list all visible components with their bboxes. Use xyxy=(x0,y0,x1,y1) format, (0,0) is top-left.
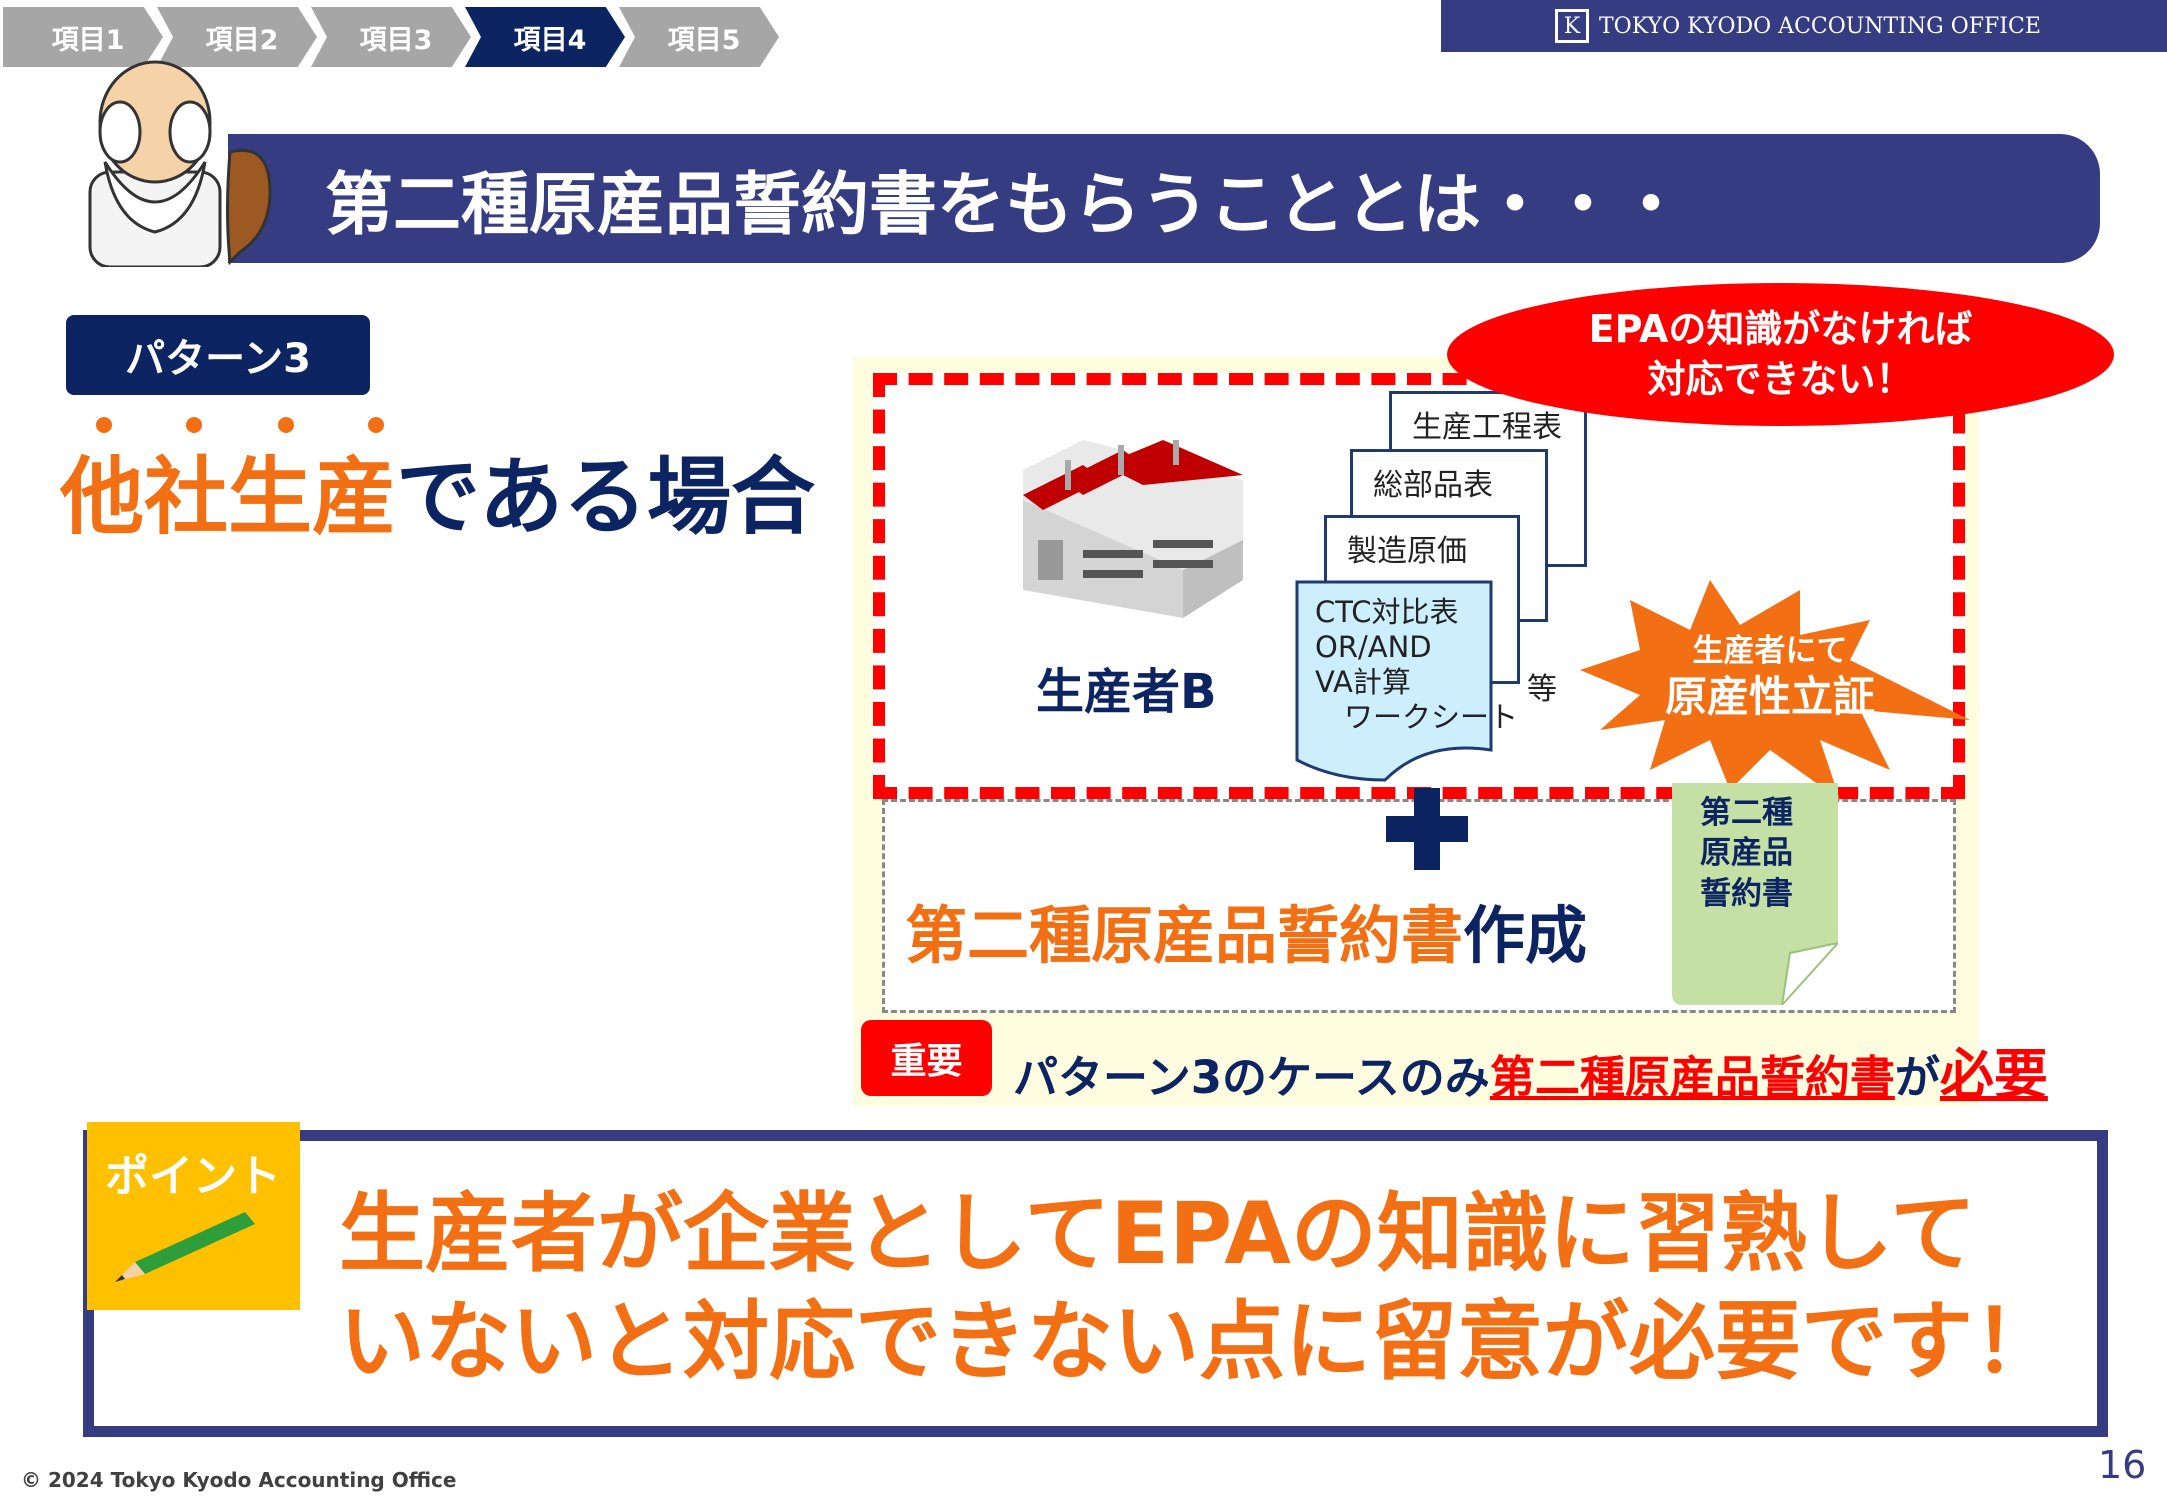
breadcrumb-item-2[interactable]: 項目2 xyxy=(157,7,317,67)
breadcrumb-item-4[interactable]: 項目4 xyxy=(465,7,625,67)
worksheet-text: CTC対比表 OR/AND VA計算 ワークシート xyxy=(1315,595,1518,735)
point-line-1: 生産者が企業としてEPAの知識に習熟して xyxy=(339,1184,1977,1284)
document-label: 生産工程表 xyxy=(1412,410,1562,445)
worksheet-line: ワークシート xyxy=(1315,700,1519,734)
breadcrumb-item-1[interactable]: 項目1 xyxy=(3,7,163,67)
logo-mark-icon: K xyxy=(1555,9,1589,43)
warning-bubble: EPAの知識がなければ 対応できない！ xyxy=(1447,283,2114,426)
factory-icon xyxy=(1023,440,1243,618)
case-highlight: 他社生産 xyxy=(60,448,397,546)
document-label: 総部品表 xyxy=(1373,468,1493,503)
case-rest: である場合 xyxy=(396,448,816,546)
point-tag-label: ポイント xyxy=(105,1151,281,1202)
burst-line-2: 原産性立証 xyxy=(1664,671,1875,721)
breadcrumb: 項目1 項目2 項目3 項目4 項目5 xyxy=(3,7,779,67)
old-man-mascot-icon xyxy=(88,60,272,267)
point-line-2: いないと対応できない点に留意が必要です！ xyxy=(339,1292,2059,1392)
pledge-document-icon xyxy=(1672,783,1838,1005)
worksheet-document-icon xyxy=(1295,580,1493,782)
page-title: 第二種原産品誓約書をもらうこととは・・・ xyxy=(228,134,2100,263)
plus-icon xyxy=(1386,788,1468,870)
starburst-icon xyxy=(1580,580,1970,800)
make-pledge-heading: 第二種原産品誓約書作成 xyxy=(905,885,1587,975)
breadcrumb-item-5[interactable]: 項目5 xyxy=(619,7,779,67)
pencil-icon xyxy=(115,1212,255,1282)
logo-text: TOKYO KYODO ACCOUNTING OFFICE xyxy=(1599,13,2041,39)
pledge-line: 原産品 xyxy=(1700,835,1793,872)
burst-text: 生産者にて 原産性立証 xyxy=(1600,632,1940,723)
worksheet-line: CTC対比表 xyxy=(1315,595,1459,629)
point-message: 生産者が企業としてEPAの知識に習熟して いないと対応できない点に留意が必要です… xyxy=(339,1180,2059,1396)
document-label: 製造原価 xyxy=(1347,534,1467,569)
important-badge: 重要 xyxy=(861,1020,992,1096)
worksheet-line: OR/AND xyxy=(1315,630,1432,664)
producer-label: 生産者B xyxy=(1036,664,1217,720)
make-highlight: 第二種原産品誓約書 xyxy=(905,899,1464,972)
note-required: 必要 xyxy=(1939,1043,2048,1106)
pledge-document-text: 第二種 原産品 誓約書 xyxy=(1700,793,1820,914)
point-tag: ポイント xyxy=(87,1122,300,1310)
pledge-line: 第二種 xyxy=(1700,795,1793,831)
company-logo: K TOKYO KYODO ACCOUNTING OFFICE xyxy=(1441,0,2167,52)
note-highlight: 第二種原産品誓約書 xyxy=(1489,1051,1895,1104)
page-title-text: 第二種原産品誓約書をもらうこととは・・・ xyxy=(325,166,1686,245)
burst-line-1: 生産者にて xyxy=(1692,633,1848,669)
breadcrumb-item-3[interactable]: 項目3 xyxy=(311,7,471,67)
worksheet-line: VA計算 xyxy=(1315,665,1411,699)
etc-label: 等 xyxy=(1527,672,1557,707)
warning-line-2: 対応できない！ xyxy=(1647,356,1914,401)
important-note: パターン3のケースのみ第二種原産品誓約書が必要 xyxy=(1013,1030,2048,1109)
case-heading: 他社生産である場合 xyxy=(60,430,815,551)
note-text: パターン3のケースのみ xyxy=(1013,1051,1490,1104)
pledge-line: 誓約書 xyxy=(1700,875,1793,912)
point-box xyxy=(83,1130,2108,1437)
make-rest: 作成 xyxy=(1463,899,1588,972)
warning-line-1: EPAの知識がなければ xyxy=(1588,307,1973,352)
note-text: が xyxy=(1894,1051,1940,1104)
page-number: 16 xyxy=(2098,1443,2147,1487)
copyright: © 2024 Tokyo Kyodo Accounting Office xyxy=(21,1468,457,1492)
emphasis-dots xyxy=(96,417,386,435)
pattern-badge: パターン3 xyxy=(66,315,370,395)
